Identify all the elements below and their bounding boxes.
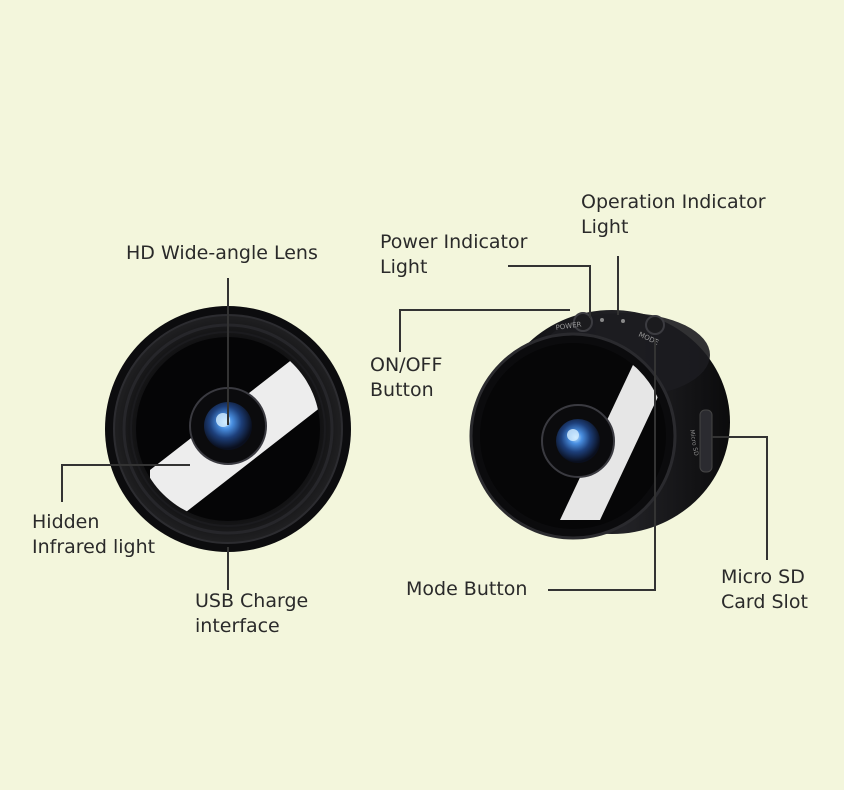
leader-lines — [61, 256, 768, 591]
label-hidden-infrared-light: Hidden Infrared light — [32, 511, 156, 558]
micro-sd-marking: Micro SD — [688, 429, 700, 457]
camera-lens — [556, 419, 600, 463]
operation-indicator-light — [621, 319, 625, 323]
lens-glint — [216, 413, 230, 427]
hd-lens — [204, 402, 252, 450]
leader-mode-button — [548, 338, 656, 591]
label-power-indicator-light: Power Indicator Light — [380, 231, 528, 278]
label-micro-sd-card-slot: Micro SD Card Slot — [721, 566, 808, 613]
leader-on-off — [399, 309, 570, 352]
power-button — [573, 312, 593, 332]
power-indicator-light — [600, 318, 604, 322]
angled-view-camera: MODE POWER Micro SD — [469, 310, 730, 540]
label-mode-button: Mode Button — [406, 578, 528, 600]
label-operation-indicator-light: Operation Indicator Light — [581, 191, 766, 238]
front-view-camera — [105, 306, 351, 552]
label-usb-charge-interface: USB Charge interface — [195, 590, 309, 637]
micro-sd-slot — [699, 409, 713, 473]
leader-power-indicator — [508, 265, 591, 318]
leader-micro-sd — [712, 436, 768, 560]
label-hd-wide-angle-lens: HD Wide-angle Lens — [126, 242, 318, 264]
glass-reflection — [560, 350, 666, 520]
label-on-off-button: ON/OFF Button — [370, 354, 443, 401]
lens-glint — [567, 429, 579, 441]
leader-hidden-ir — [61, 464, 190, 502]
mode-button — [645, 315, 665, 335]
power-marking: POWER — [555, 320, 582, 332]
